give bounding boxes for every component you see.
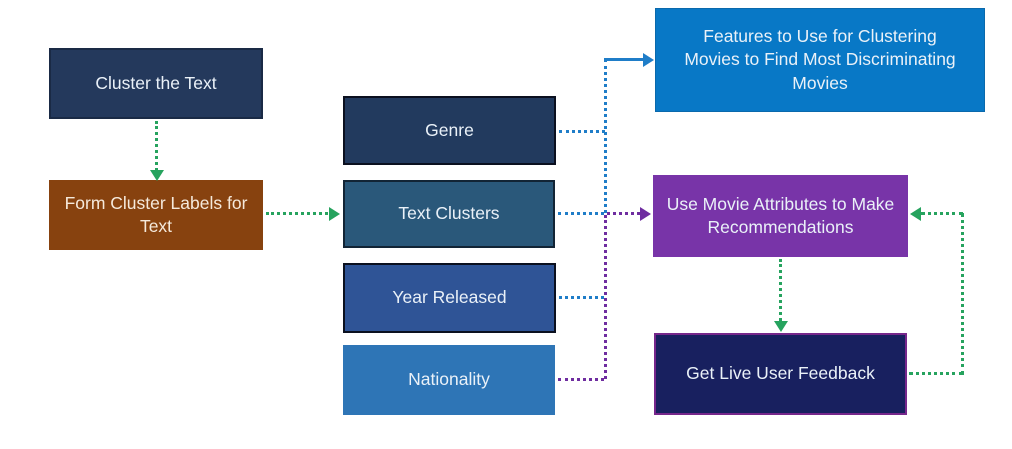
node-label: Use Movie Attributes to Make Recommendat… <box>666 193 895 237</box>
node-features-for-clustering: Features to Use for Clustering Movies to… <box>655 8 985 112</box>
edge-feedback-loop-top <box>921 212 963 215</box>
node-genre: Genre <box>343 96 556 165</box>
arrowhead-down <box>774 321 788 332</box>
edge-year-released-to-trunk <box>559 296 604 299</box>
arrowhead-right <box>643 53 654 67</box>
node-label: Nationality <box>408 369 490 390</box>
edge-purple-trunk <box>604 215 607 379</box>
edge-form-labels-to-text-clusters <box>266 212 328 215</box>
node-label: Get Live User Feedback <box>686 363 875 384</box>
node-cluster-the-text: Cluster the Text <box>49 48 263 119</box>
node-label: Text Clusters <box>398 203 500 224</box>
node-label: Genre <box>425 119 474 140</box>
node-text-clusters: Text Clusters <box>343 180 555 248</box>
node-form-cluster-labels: Form Cluster Labels for Text <box>49 180 263 250</box>
edge-nationality-to-trunk <box>558 378 604 381</box>
edge-attributes-to-feedback <box>779 259 782 321</box>
edge-feedback-loop-vertical <box>961 213 964 375</box>
edge-trunk-to-attributes <box>607 212 640 215</box>
arrowhead-down <box>150 170 164 181</box>
node-year-released: Year Released <box>343 263 556 333</box>
edge-blue-trunk <box>604 59 607 213</box>
node-label: Year Released <box>392 287 507 308</box>
edge-trunk-to-features <box>604 58 643 61</box>
node-label: Cluster the Text <box>95 72 217 93</box>
arrowhead-right <box>329 207 340 221</box>
node-label: Form Cluster Labels for Text <box>64 192 248 236</box>
edge-feedback-loop-bottom <box>909 372 963 375</box>
arrowhead-left <box>910 207 921 221</box>
node-label: Features to Use for Clustering Movies to… <box>684 26 956 93</box>
node-use-movie-attributes: Use Movie Attributes to Make Recommendat… <box>653 175 908 257</box>
node-nationality: Nationality <box>343 345 555 415</box>
edge-text-clusters-to-trunk <box>558 212 604 215</box>
edge-genre-to-trunk <box>559 130 605 133</box>
edge-cluster-text-to-form-labels <box>155 121 158 171</box>
node-get-live-user-feedback: Get Live User Feedback <box>654 333 907 415</box>
arrowhead-right <box>640 207 651 221</box>
